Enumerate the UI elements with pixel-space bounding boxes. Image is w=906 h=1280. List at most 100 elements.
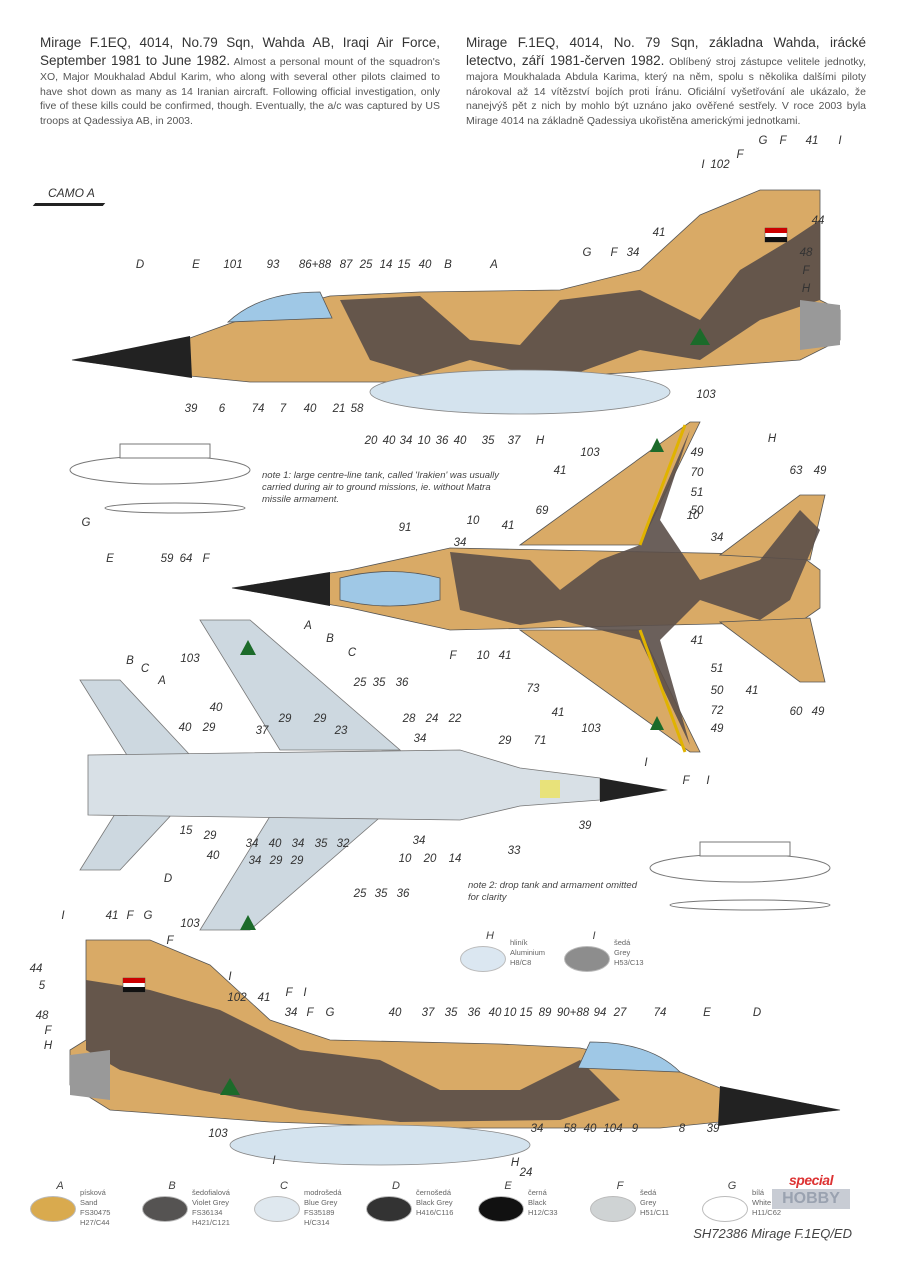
callout-label: 10: [399, 853, 412, 865]
callout-label: 25: [353, 677, 367, 689]
callout-label: 89: [539, 1007, 552, 1019]
callout-label: 40: [179, 722, 192, 734]
callout-label: 34: [531, 1123, 544, 1135]
callout-label: 34: [246, 838, 259, 850]
callout-label: F: [202, 553, 210, 565]
description-body: Almost a personal mount of the squadron'…: [40, 56, 440, 127]
callout-label: I: [706, 775, 710, 787]
callout-label: E: [192, 259, 200, 271]
callout-label: 41: [691, 635, 704, 647]
canopy: [226, 291, 333, 323]
engine-nozzle: [800, 300, 840, 350]
callout-label: G: [82, 517, 91, 529]
callout-label: 34: [292, 838, 305, 850]
callout-label: 50: [691, 505, 704, 517]
callout-label: E: [106, 553, 114, 565]
callout-label: 20: [423, 853, 437, 865]
callout-label: 37: [422, 1007, 435, 1019]
callout-label: I: [303, 987, 307, 999]
callout-label: 104: [603, 1123, 622, 1135]
callout-label: H: [511, 1157, 520, 1169]
callout-label: 29: [498, 735, 512, 747]
callout-label: 103: [180, 918, 200, 930]
wing-under-upper: [199, 619, 402, 751]
callout-label: 34: [414, 733, 427, 745]
legend-name: Sand: [80, 1198, 98, 1207]
callout-label: 74: [252, 403, 265, 415]
callout-label: 34: [711, 532, 724, 544]
callout-label: 29: [269, 855, 283, 867]
bottom-view: [79, 619, 668, 931]
callout-label: F: [610, 247, 618, 259]
callout-label: G: [583, 247, 592, 259]
legend-cz: bílá: [752, 1188, 765, 1197]
callout-label: 15: [180, 825, 193, 837]
legend-fs: FS35189: [304, 1208, 335, 1217]
callout-label: 48: [800, 247, 813, 259]
callout-label: 40: [489, 1007, 502, 1019]
callout-label: G: [759, 135, 768, 147]
callout-label: A: [157, 675, 166, 687]
callout-label: 41: [502, 520, 515, 532]
callout-label: 49: [711, 723, 724, 735]
callout-label: 22: [448, 713, 462, 725]
callout-label: 44: [30, 963, 43, 975]
description-body: Oblíbený stroj zástupce velitele jednotk…: [466, 56, 866, 127]
description-heading: Mirage F.1EQ, 4014, No.79 Sqn, Wahda AB,…: [40, 35, 440, 68]
callout-label: H: [802, 283, 811, 295]
callout-label: 44: [812, 215, 825, 227]
side-view-left: [71, 189, 841, 415]
color-swatch: [254, 1196, 300, 1222]
callout-label: B: [326, 633, 334, 645]
roundel-triangle: [690, 328, 710, 345]
callout-label: 29: [202, 722, 216, 734]
callout-label: 33: [508, 845, 521, 857]
callout-label: 34: [249, 855, 262, 867]
legend-cz: šedá: [614, 938, 631, 947]
callout-label: G: [144, 910, 153, 922]
wing-upper: [518, 421, 701, 546]
callout-label: C: [141, 663, 150, 675]
callout-label: 49: [691, 447, 704, 459]
callout-label: 51: [691, 487, 704, 499]
legend-cz: šedofialová: [192, 1188, 230, 1197]
color-swatch: [30, 1196, 76, 1222]
callout-label: A: [303, 620, 312, 632]
callout-label: 24: [425, 713, 439, 725]
color-swatch: [590, 1196, 636, 1222]
callout-label: 103: [581, 723, 601, 735]
callout-label: 103: [208, 1128, 228, 1140]
camo-brown-2: [86, 980, 620, 1122]
stab-under-upper: [79, 679, 191, 761]
callout-label: 8: [679, 1123, 686, 1135]
callout-label: 10: [477, 650, 490, 662]
legend-fs: FS30475: [80, 1208, 111, 1217]
legend-letter: F: [616, 1180, 624, 1192]
callout-label: 103: [580, 447, 600, 459]
description-czech: Mirage F.1EQ, 4014, No. 79 Sqn, základna…: [466, 34, 866, 128]
product-code: SH72386 Mirage F.1EQ/ED: [693, 1226, 852, 1241]
legend-gunze: H416/C116: [416, 1208, 454, 1217]
engine-nozzle-2: [70, 1050, 110, 1100]
callout-label: 73: [527, 683, 540, 695]
legend-gunze: H51/C11: [640, 1208, 670, 1217]
callout-label: F: [802, 265, 810, 277]
callout-label: I: [228, 971, 232, 983]
callout-label: 24: [519, 1167, 533, 1179]
callout-label: 36: [397, 888, 410, 900]
legend-cz: písková: [80, 1188, 106, 1197]
callout-label: 41: [106, 910, 119, 922]
callout-label: I: [838, 135, 842, 147]
callout-label: 70: [691, 467, 704, 479]
callout-label: 64: [180, 553, 193, 565]
